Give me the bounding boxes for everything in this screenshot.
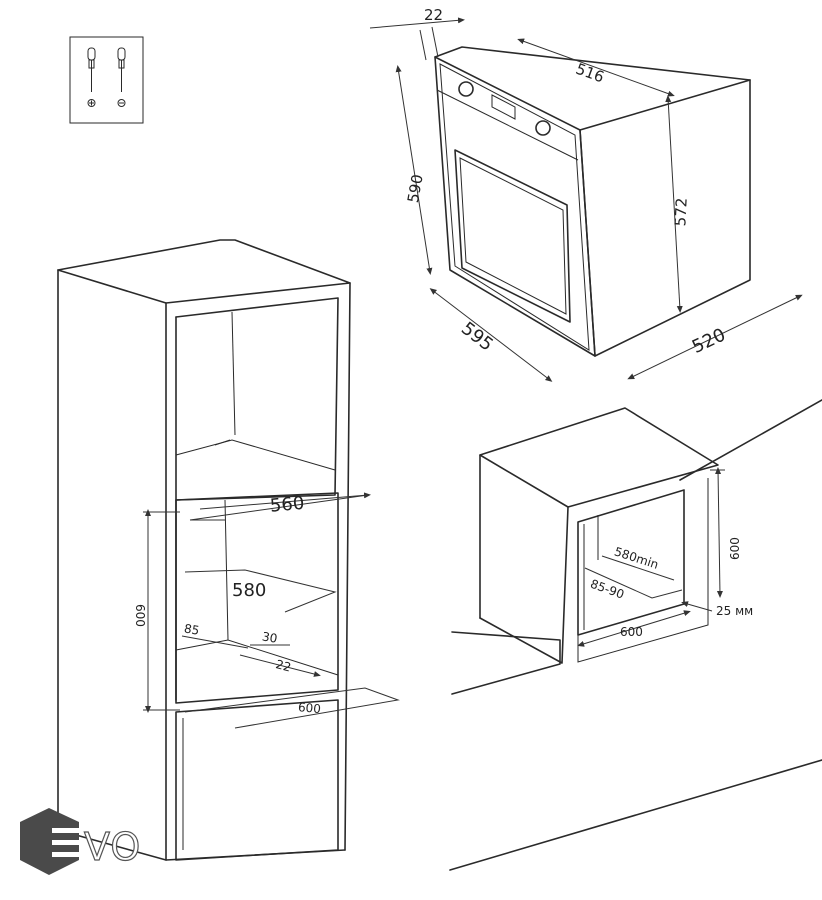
screw-icon xyxy=(117,99,126,107)
knob-icon xyxy=(458,81,474,97)
dim-edge-offset: 25 мм xyxy=(716,604,753,618)
dim-niche-width: 560 xyxy=(269,493,305,517)
dim-niche-height: 600 xyxy=(133,604,147,627)
logo-text: VO xyxy=(84,825,141,869)
dim-base-width: 600 xyxy=(297,700,321,716)
column-cabinet-drawing: 560 580 600 85 30 22 600 xyxy=(57,239,400,861)
display-icon xyxy=(491,94,516,120)
screw-icon xyxy=(87,99,96,107)
dim-niche-depth: 580 xyxy=(232,580,266,601)
knob-icon xyxy=(535,120,551,136)
dim-panel-thickness: 22 xyxy=(424,6,443,24)
screwdriver-icon xyxy=(87,47,96,92)
dim-depth-bottom: 520 xyxy=(689,324,729,358)
wall-cabinet-drawing: 580min 85-90 600 25 мм 600 xyxy=(449,399,822,871)
dim-offset: 22 xyxy=(274,657,292,674)
dim-wall-niche-width: 600 xyxy=(620,625,643,639)
dim-height-front: 590 xyxy=(404,173,427,204)
dim-gap-left: 85 xyxy=(183,621,200,637)
evo-logo: VO xyxy=(20,808,141,875)
dim-vent-gap: 85-90 xyxy=(588,577,626,602)
dim-gap-right: 30 xyxy=(261,629,278,645)
fixing-screws-box xyxy=(69,36,144,124)
dim-height-side: 572 xyxy=(671,197,690,227)
dim-width: 595 xyxy=(457,318,497,356)
oven-drawing: 22 516 590 572 595 520 xyxy=(369,6,803,382)
screwdriver-icon xyxy=(117,47,126,92)
dim-wall-niche-height: 600 xyxy=(728,537,742,560)
